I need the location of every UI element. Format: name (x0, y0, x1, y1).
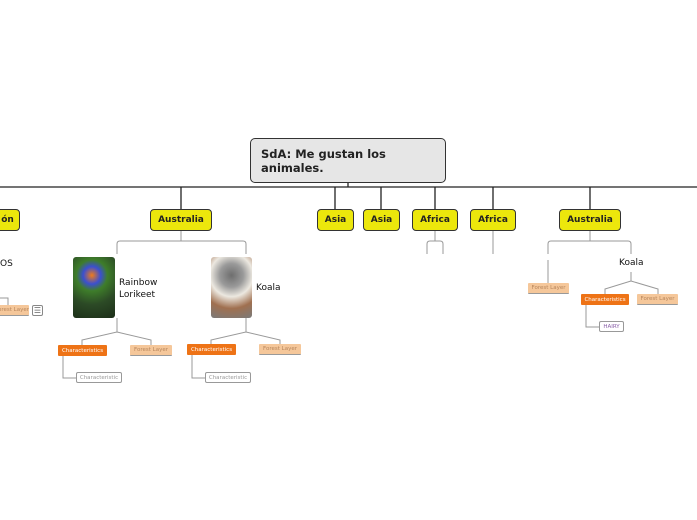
forest-layer-node[interactable]: Forest Layer (259, 344, 301, 355)
characteristic-node[interactable]: Characteristic (205, 372, 251, 383)
koala-label[interactable]: Koala (256, 283, 281, 293)
characteristics-node[interactable]: Characteristics (58, 345, 107, 356)
topic-node[interactable]: ón (0, 209, 20, 231)
characteristics-node[interactable]: Characteristics (187, 344, 236, 355)
lorikeet-label[interactable]: Rainbow Lorikeet (119, 278, 158, 300)
topic-africa[interactable]: Africa (412, 209, 458, 231)
topic-australia[interactable]: Australia (150, 209, 212, 231)
topic-asia[interactable]: Asia (317, 209, 354, 231)
note-icon[interactable]: ☰ (32, 305, 43, 316)
rainbow-lorikeet-image (73, 257, 115, 318)
characteristic-node[interactable]: Characteristic (76, 372, 122, 383)
koala-image (211, 257, 252, 318)
forest-layer-node[interactable]: Forest Layer (130, 345, 172, 356)
koala-label[interactable]: Koala (619, 258, 644, 268)
topic-asia[interactable]: Asia (363, 209, 400, 231)
partial-label[interactable]: OS (0, 259, 13, 269)
characteristics-node[interactable]: Characteristics (581, 294, 629, 305)
root-node[interactable]: SdA: Me gustan los animales. (250, 138, 446, 183)
topic-africa[interactable]: Africa (470, 209, 516, 231)
topic-australia[interactable]: Australia (559, 209, 621, 231)
forest-layer-node[interactable]: Forest Layer (0, 305, 29, 316)
forest-layer-node[interactable]: Forest Layer (528, 283, 569, 294)
root-title: SdA: Me gustan los animales. (261, 147, 386, 175)
forest-layer-node[interactable]: Forest Layer (637, 294, 678, 305)
hairy-node[interactable]: HAIRY (599, 321, 624, 332)
